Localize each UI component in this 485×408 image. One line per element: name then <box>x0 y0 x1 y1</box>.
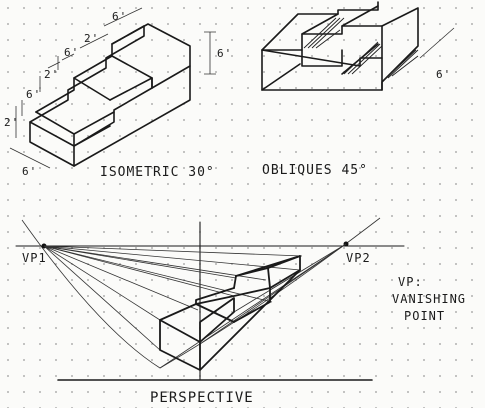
oblique-side-hatching <box>303 17 419 81</box>
legend-point: POINT <box>404 309 445 323</box>
dim-tread-1: 6' <box>64 46 79 59</box>
vp2-label: VP2 <box>346 251 371 265</box>
dim-riser-2: 2' <box>44 68 59 81</box>
dim-tread-2: 6' <box>26 88 41 101</box>
vp1-label: VP1 <box>22 251 47 265</box>
dim-riser-3: 2' <box>4 116 19 129</box>
isometric-dimension-lines <box>9 7 216 169</box>
dim-oblique-depth: 6' <box>436 68 451 81</box>
isometric-stairs <box>29 23 191 167</box>
isometric-caption: ISOMETRIC 30° <box>100 165 215 180</box>
dim-top-width: 6' <box>112 10 127 23</box>
oblique-caption: OBLIQUES 45° <box>262 163 368 178</box>
oblique-dimension-line <box>419 27 455 59</box>
dim-riser-1: 2' <box>84 32 99 45</box>
legend-vanishing: VANISHING <box>392 292 466 306</box>
dim-total-height: 6' <box>217 47 232 60</box>
legend-vp-abbrev: VP: <box>398 275 423 289</box>
isometric-dimensions: 6' 2' 6' 2' 6' 2' 6' 6' <box>4 10 232 178</box>
dim-bottom-width: 6' <box>22 165 37 178</box>
perspective-caption: PERSPECTIVE <box>150 390 254 406</box>
perspective-stairs <box>159 255 301 371</box>
perspective-projection-lines <box>43 243 347 369</box>
